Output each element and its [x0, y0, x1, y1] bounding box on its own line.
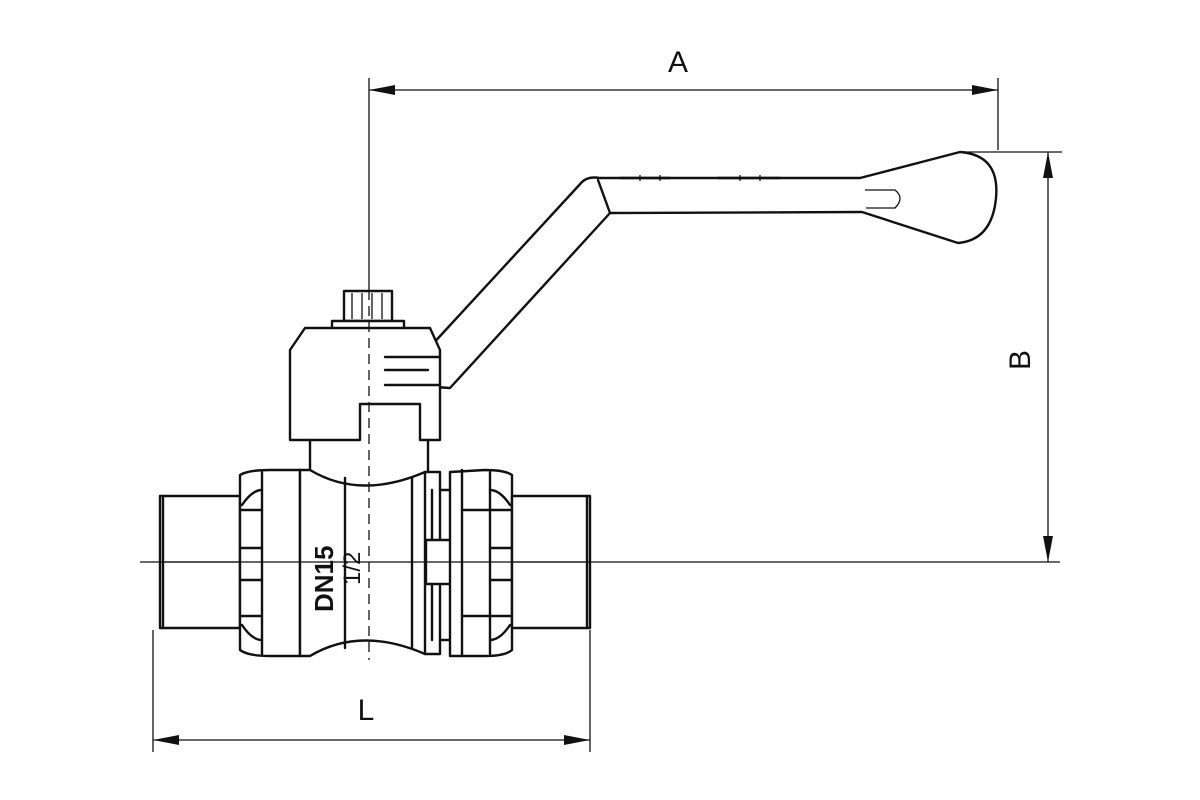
thread-size-marking: 1/2: [339, 552, 366, 585]
dimension-b: B: [960, 151, 1062, 562]
dimension-b-label: B: [1004, 350, 1037, 370]
dimension-l-label: L: [358, 694, 375, 727]
valve-body: [298, 468, 454, 658]
left-hex-nut: [238, 468, 302, 658]
right-hex-nut: [448, 468, 514, 658]
dimension-b-arrow-top: [1043, 152, 1053, 178]
dimension-l: L: [152, 630, 591, 752]
stem-neck: [308, 438, 430, 474]
size-marking: DN15: [309, 546, 339, 612]
dimension-a-label: A: [668, 46, 688, 79]
dimension-a: A: [368, 46, 999, 290]
lever-handle: [418, 150, 998, 390]
stem-nut: [330, 289, 406, 332]
dimension-a-arrow-left: [369, 85, 395, 95]
dimension-l-arrow-left: [153, 735, 179, 745]
dimension-b-arrow-bottom: [1043, 536, 1053, 562]
dimension-a-arrow-right: [972, 85, 998, 95]
valve-hub: [288, 326, 442, 442]
dimension-l-arrow-right: [564, 735, 590, 745]
